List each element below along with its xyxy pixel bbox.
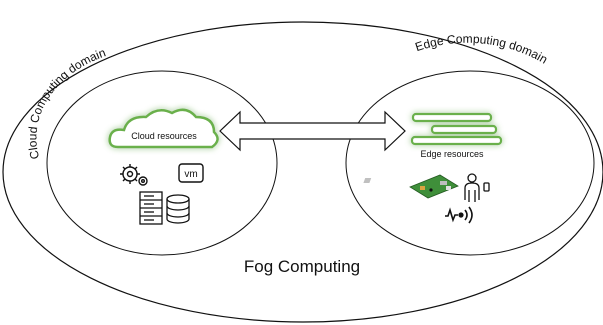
svg-text:vm: vm [184,169,197,180]
bidirectional-arrow [219,110,406,152]
cloud-domain-label: Cloud Computing domain [25,45,107,160]
edge-resources-bars-icon [410,112,503,146]
fog-computing-ellipse [2,21,603,323]
cloud-icon [108,108,219,149]
raspberry-pi-board-icon [363,174,459,199]
cloud-resources-label: Cloud resources [131,131,197,141]
edge-resources-label: Edge resources [420,149,484,159]
sensor-signal-icon [445,206,473,224]
person-with-phone-icon [464,173,490,202]
fog-computing-label: Fog Computing [244,257,360,276]
cloud-domain-ellipse [46,70,278,256]
edge-domain-label: Edge Computing domain [413,32,550,67]
vm-icon: vm [178,163,204,183]
gears-icon [120,164,148,186]
edge-domain-ellipse [345,70,595,256]
server-rack-icon [139,191,163,225]
database-icon [166,194,190,224]
